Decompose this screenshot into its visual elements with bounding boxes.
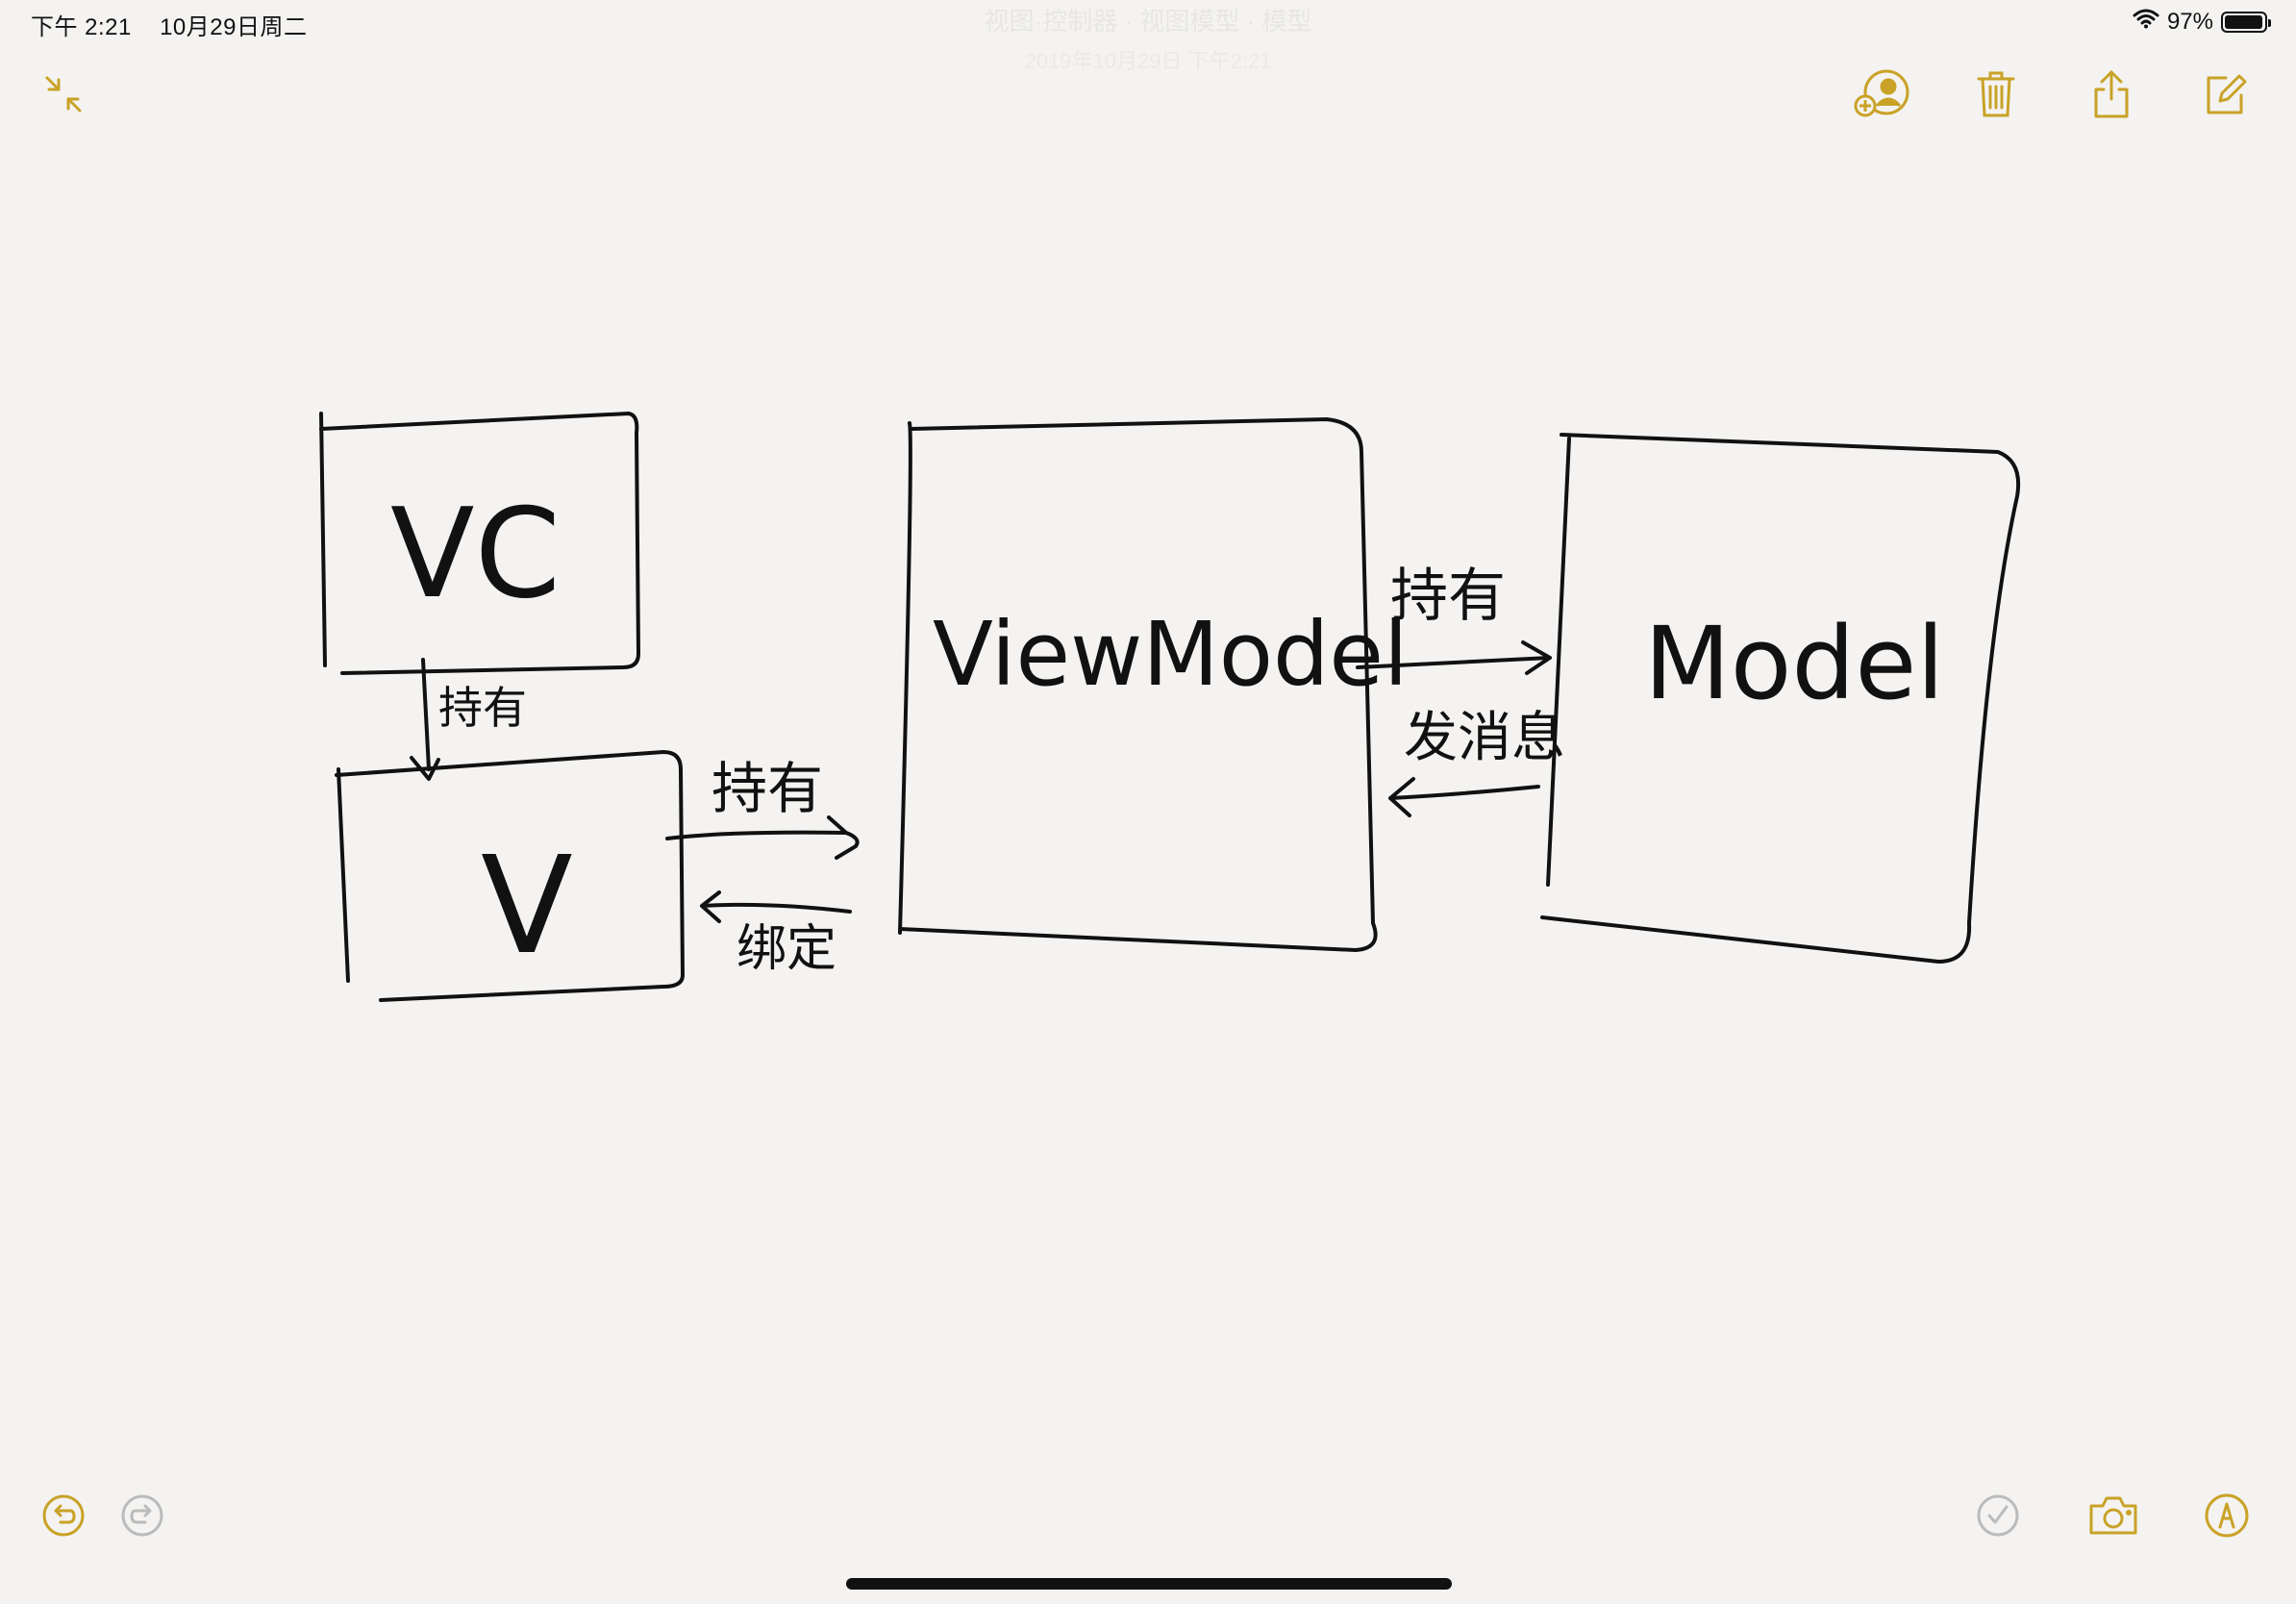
checklist-icon[interactable] xyxy=(1969,1487,2027,1544)
viewmodel-box xyxy=(898,417,1378,952)
battery-fill xyxy=(2225,14,2262,29)
model-to-vm-arrow xyxy=(1388,777,1540,817)
undo-icon[interactable] xyxy=(35,1487,92,1544)
markup-pen-icon[interactable] xyxy=(2198,1487,2256,1544)
status-right: 97% xyxy=(2133,8,2271,36)
vc-to-v-label: 持有 xyxy=(438,682,527,734)
viewmodel-label: ViewModel xyxy=(933,603,1409,706)
model-to-vm-label: 发消息 xyxy=(1404,707,1565,769)
battery-icon xyxy=(2221,11,2271,33)
vm-to-v-arrow xyxy=(700,890,852,923)
note-subtitle: 2019年10月29日 下午2:21 xyxy=(0,44,2296,75)
vc-label: VC xyxy=(390,483,561,626)
vm-to-v-label: 绑定 xyxy=(736,920,836,978)
status-time: 下午 2:21 xyxy=(31,14,132,40)
compose-icon[interactable] xyxy=(2196,65,2254,123)
camera-icon[interactable] xyxy=(2084,1487,2142,1544)
home-indicator[interactable] xyxy=(846,1578,1452,1590)
status-left: 下午 2:21 10月29日周二 xyxy=(31,8,328,41)
vm-to-model-arrow xyxy=(1356,640,1552,675)
v-to-vm-label: 持有 xyxy=(711,756,823,821)
collapse-arrows-icon[interactable] xyxy=(35,65,92,123)
add-people-icon[interactable] xyxy=(1854,65,1911,123)
v-to-vm-arrow xyxy=(665,815,860,860)
vm-to-model-label: 持有 xyxy=(1390,563,1506,630)
wifi-icon xyxy=(2133,8,2159,36)
redo-icon[interactable] xyxy=(113,1487,171,1544)
status-bar: 下午 2:21 10月29日周二 视图·控制器 · 视图模型 · 模型 2019… xyxy=(0,0,2296,73)
v-box xyxy=(335,750,685,1002)
vc-to-v-arrow xyxy=(410,658,440,781)
share-icon[interactable] xyxy=(2083,65,2140,123)
trash-icon[interactable] xyxy=(1967,65,2025,123)
note-title: 视图·控制器 · 视图模型 · 模型 xyxy=(984,7,1312,36)
model-label: Model xyxy=(1644,605,1944,722)
v-label: V xyxy=(481,828,573,985)
battery-percent: 97% xyxy=(2166,8,2213,35)
model-box xyxy=(1540,433,2020,964)
status-date: 10月29日周二 xyxy=(160,14,308,40)
vc-box xyxy=(319,412,640,675)
